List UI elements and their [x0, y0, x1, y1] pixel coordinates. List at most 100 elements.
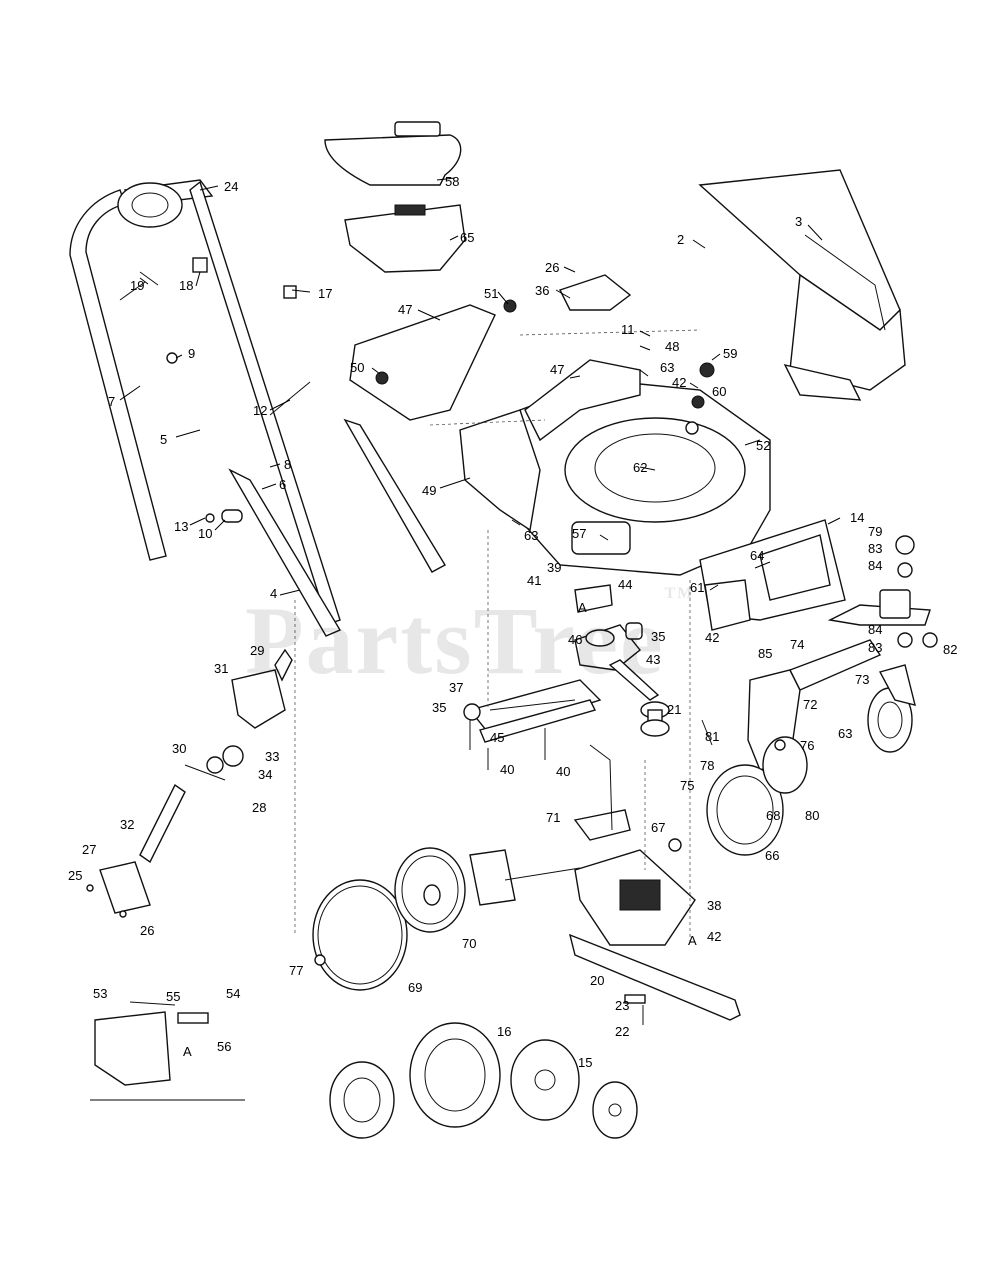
callout-58: 58 [445, 174, 459, 189]
callout-65: 65 [460, 230, 474, 245]
callout-83b: 83 [868, 640, 882, 655]
transmission [574, 584, 660, 701]
callout-83a: 83 [868, 541, 882, 556]
callout-36: 36 [535, 283, 549, 298]
callout-57: 57 [572, 526, 586, 541]
callout-69: 69 [408, 980, 422, 995]
callout-47b: 47 [550, 362, 564, 377]
mulch-plug [344, 204, 466, 273]
alt-wheel-set [329, 1022, 638, 1139]
callout-40a: 40 [556, 764, 570, 779]
inset-box [90, 1001, 245, 1101]
callout-7: 7 [108, 394, 115, 409]
callout-54: 54 [226, 986, 240, 1001]
rear-baffle [349, 299, 517, 421]
callout-55: 55 [166, 989, 180, 1004]
callout-26b: 26 [140, 923, 154, 938]
callout-82: 82 [943, 642, 957, 657]
reference-letter-a-drive: A [578, 600, 587, 615]
callout-13: 13 [174, 519, 188, 534]
callout-26a: 26 [545, 260, 559, 275]
callout-47a: 47 [398, 302, 412, 317]
callout-30: 30 [172, 741, 186, 756]
drive-bracket [463, 679, 602, 770]
callout-25: 25 [68, 868, 82, 883]
callout-8: 8 [284, 457, 291, 472]
callout-11: 11 [621, 322, 635, 337]
reference-lines [294, 329, 701, 945]
blade [568, 933, 741, 1025]
callout-63b: 63 [524, 528, 538, 543]
callout-41: 41 [527, 573, 541, 588]
callout-33: 33 [265, 749, 279, 764]
callout-35a: 35 [651, 629, 665, 644]
callout-6: 6 [279, 477, 286, 492]
callout-32: 32 [120, 817, 134, 832]
front-wheel [668, 736, 808, 856]
callout-16: 16 [497, 1024, 511, 1039]
callout-59: 59 [723, 346, 737, 361]
rear-wheel [312, 879, 408, 991]
callout-70: 70 [462, 936, 476, 951]
callout-85: 85 [758, 646, 772, 661]
callout-53: 53 [93, 986, 107, 1001]
callout-44: 44 [618, 577, 632, 592]
callout-48: 48 [665, 339, 679, 354]
callout-75: 75 [680, 778, 694, 793]
callout-67: 67 [651, 820, 665, 835]
callout-22: 22 [615, 1024, 629, 1039]
reference-letter-a-blade: A [688, 933, 697, 948]
callout-34: 34 [258, 767, 272, 782]
callout-77: 77 [289, 963, 303, 978]
callout-60: 60 [712, 384, 726, 399]
callout-24: 24 [224, 179, 238, 194]
callout-2: 2 [677, 232, 684, 247]
callout-31: 31 [214, 661, 228, 676]
callout-63a: 63 [660, 360, 674, 375]
callout-72: 72 [803, 697, 817, 712]
callout-42b: 42 [705, 630, 719, 645]
mower-deck [459, 359, 771, 576]
callout-3: 3 [795, 214, 802, 229]
callout-28: 28 [252, 800, 266, 815]
callout-38: 38 [707, 898, 721, 913]
lower-handle [228, 418, 446, 637]
callout-51: 51 [484, 286, 498, 301]
callout-15: 15 [578, 1055, 592, 1070]
callout-23: 23 [615, 998, 629, 1013]
callout-21: 21 [667, 702, 681, 717]
handle-knob-hardware [119, 257, 311, 523]
callout-42a: 42 [672, 375, 686, 390]
callout-20: 20 [590, 973, 604, 988]
callout-66: 66 [765, 848, 779, 863]
callout-45: 45 [490, 730, 504, 745]
callout-76: 76 [800, 738, 814, 753]
callout-68: 68 [766, 808, 780, 823]
callout-46: 46 [568, 632, 582, 647]
callout-37: 37 [449, 680, 463, 695]
callout-52: 52 [756, 438, 770, 453]
callout-9: 9 [188, 346, 195, 361]
callout-50: 50 [350, 360, 364, 375]
callout-79: 79 [868, 524, 882, 539]
rear-discharge-cover [324, 121, 462, 186]
front-trim [699, 519, 846, 631]
callout-labels: 24 58 19 18 17 9 7 12 5 8 6 13 10 4 65 4… [68, 174, 957, 1070]
grass-bag [698, 169, 906, 401]
callout-42c: 42 [707, 929, 721, 944]
callout-40b: 40 [500, 762, 514, 777]
rear-hubcap [394, 847, 466, 933]
callout-56: 56 [217, 1039, 231, 1054]
callout-71: 71 [546, 810, 560, 825]
callout-12: 12 [253, 403, 267, 418]
callout-61: 61 [690, 580, 704, 595]
callout-63c: 63 [838, 726, 852, 741]
callout-49: 49 [422, 483, 436, 498]
callout-64: 64 [750, 548, 764, 563]
callout-17: 17 [318, 286, 332, 301]
callout-84b: 84 [868, 622, 882, 637]
control-assembly [86, 648, 293, 918]
leader-lines [119, 177, 841, 596]
callout-27: 27 [82, 842, 96, 857]
